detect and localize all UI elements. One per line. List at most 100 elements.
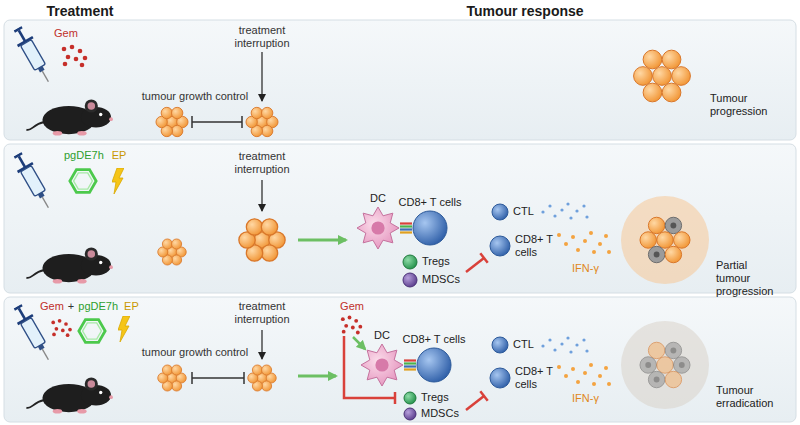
- row-panel: [4, 297, 796, 422]
- immune-cell: CD8+ T cells: [489, 235, 511, 257]
- annotation-label: treatment interruption: [220, 150, 304, 176]
- cell-body: [657, 232, 673, 248]
- interruption-arrow: [261, 52, 262, 101]
- outcome-label: Tumour progression: [710, 92, 767, 118]
- annotation-label: tumour growth control: [142, 346, 248, 359]
- tumour-mass: Tumour erradication: [620, 320, 710, 410]
- interruption-arrow: [261, 330, 262, 359]
- activation-arrow: [353, 337, 365, 349]
- outcome-label: Tumour erradication: [716, 384, 773, 410]
- electroporation: [118, 316, 130, 342]
- node-shape: [491, 203, 509, 221]
- gem-dots: [51, 319, 71, 337]
- cell-debris: [654, 377, 660, 383]
- cell-label: CD8+ T cells: [403, 333, 466, 346]
- cell-body: [657, 357, 673, 373]
- cell-label: CD8+ T cells: [515, 365, 559, 391]
- immune-cell: MDSCs: [403, 407, 417, 421]
- annotation-label: EP: [124, 300, 139, 313]
- tumour-cell: [662, 83, 681, 102]
- inhibition-bar: [394, 392, 397, 404]
- cell-body: [674, 357, 690, 373]
- cell-debris: [670, 223, 676, 229]
- annotation-label: tumour growth control: [142, 90, 248, 103]
- immune-cell: [492, 204, 508, 220]
- immune-cell: [403, 255, 417, 269]
- inhibition-bar: [480, 391, 487, 400]
- inhibition-line: [466, 396, 484, 410]
- node-shape: [402, 272, 418, 288]
- syringe: [10, 150, 56, 213]
- gem-dots: [341, 316, 362, 335]
- plasmid: [79, 320, 105, 343]
- activation-arrow: [298, 375, 336, 378]
- node-shape: [403, 391, 417, 405]
- dendritic-cell: DC: [360, 343, 404, 387]
- contact-stripe: [400, 231, 412, 233]
- annotation-label: pgDE7h: [64, 149, 104, 162]
- cell-body: [653, 67, 672, 86]
- cell-body: [672, 67, 691, 86]
- node-shape: [403, 407, 417, 421]
- dying-cell: [648, 246, 664, 262]
- tumour-mass: Tumour progression: [620, 34, 704, 118]
- cell-body: [634, 67, 653, 86]
- annotation-label: +: [68, 300, 74, 313]
- cell-debris: [679, 362, 685, 368]
- cell-label: Tregs: [422, 255, 450, 268]
- outcome-label: Partial tumour progression: [716, 259, 773, 299]
- immune-cell: CD8+ T cells: [489, 367, 511, 389]
- contact-stripe: [400, 225, 412, 227]
- cell-debris: [670, 348, 676, 354]
- immune-cell: Tregs: [403, 391, 417, 405]
- tumour-halo: [621, 196, 709, 284]
- tumour-cell: [653, 67, 672, 86]
- cell-body: [648, 217, 664, 233]
- cell-nucleus: [375, 358, 388, 371]
- granules: [541, 202, 588, 219]
- annotation-label: IFN-γ: [572, 392, 599, 405]
- immune-cell: CD8+ T cells: [412, 210, 448, 246]
- row-panel: [4, 20, 796, 140]
- contact-stripe: [404, 362, 416, 364]
- cell-label: MDSCs: [421, 407, 459, 420]
- cell-body: [665, 217, 681, 233]
- dendritic-cell: [361, 344, 403, 386]
- tumour-mass: Partial tumour progression: [620, 195, 710, 285]
- activation-arrow: [298, 239, 346, 242]
- granules: [541, 336, 588, 353]
- annotation-label: treatment interruption: [220, 24, 304, 50]
- small-tumour: [158, 365, 186, 391]
- node-shape: [416, 347, 452, 383]
- column-heading: Treatment: [47, 3, 114, 20]
- immune-cell: CTL: [491, 203, 509, 221]
- cell-debris: [645, 362, 651, 368]
- control-bar: [192, 377, 244, 379]
- node-shape: [491, 336, 509, 354]
- tumour-cell: [640, 232, 656, 248]
- annotation-label: Gem: [40, 300, 64, 313]
- node-shape: [620, 34, 704, 118]
- contact-stripe: [400, 228, 412, 230]
- immune-cell: [403, 273, 417, 287]
- small-tumour: [156, 107, 188, 136]
- tumour-cell: [672, 67, 691, 86]
- immune-cell: [404, 392, 416, 404]
- immune-cell: [417, 348, 451, 382]
- tumour-cell: [674, 232, 690, 248]
- annotation-label: treatment interruption: [220, 300, 304, 326]
- tumour-cell: [665, 371, 681, 387]
- small-tumour: [246, 107, 278, 136]
- electroporation: [112, 168, 124, 194]
- immune-cell: MDSCs: [402, 272, 418, 288]
- contact-stripe: [400, 222, 412, 224]
- immune-cell: [490, 236, 510, 256]
- cell-body: [674, 232, 690, 248]
- dying-cell: [648, 371, 664, 387]
- cell-label: CD8+ T cells: [399, 196, 462, 209]
- cytokines: [557, 363, 611, 386]
- growing-tumour: [239, 219, 285, 261]
- column-heading: Tumour response: [466, 3, 583, 20]
- cell-body: [640, 232, 656, 248]
